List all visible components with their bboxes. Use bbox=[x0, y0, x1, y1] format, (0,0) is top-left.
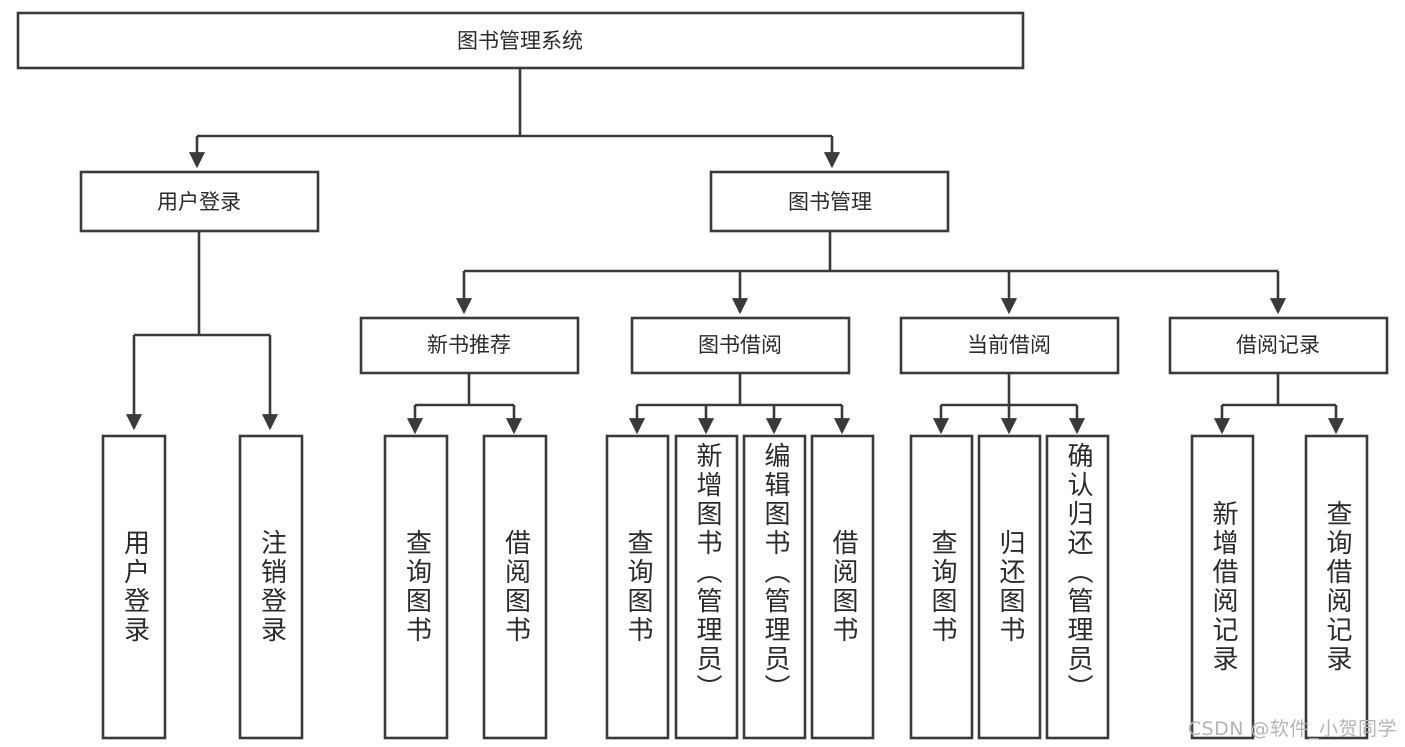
node-user-login-box bbox=[79, 170, 320, 233]
leaf-box-borrow-book-2[interactable] bbox=[810, 434, 875, 740]
node-root-label: 图书管理系统 bbox=[457, 29, 583, 53]
node-current-borrow-box bbox=[899, 316, 1120, 375]
node-current-borrow-label: 当前借阅 bbox=[967, 333, 1051, 357]
node-user-login[interactable]: 用户登录 bbox=[79, 170, 320, 233]
leaf-box-query-book-3[interactable] bbox=[909, 434, 974, 740]
node-new-book-recommend-box bbox=[359, 316, 580, 375]
connector-current-borrow-to-leaves bbox=[932, 373, 1086, 435]
connector-user-login-to-leaves bbox=[125, 231, 279, 431]
node-current-borrow[interactable]: 当前借阅 bbox=[899, 316, 1120, 375]
leaf-box-add-record[interactable] bbox=[1190, 434, 1255, 740]
node-book-borrow-label: 图书借阅 bbox=[698, 333, 782, 357]
leaf-box-logout[interactable] bbox=[238, 434, 304, 740]
leaf-box-query-record[interactable] bbox=[1304, 434, 1369, 740]
node-book-management[interactable]: 图书管理 bbox=[709, 170, 950, 233]
connector-root-to-level2 bbox=[188, 68, 841, 169]
node-user-login-label: 用户登录 bbox=[157, 190, 241, 214]
node-borrow-records-label: 借阅记录 bbox=[1236, 333, 1320, 357]
connector-new-book-to-leaves bbox=[406, 373, 523, 435]
leaf-box-edit-book[interactable] bbox=[742, 434, 807, 740]
node-root[interactable]: 图书管理系统 bbox=[16, 11, 1025, 70]
leaf-box-confirm-return[interactable] bbox=[1045, 434, 1110, 740]
leaf-box-add-book[interactable] bbox=[674, 434, 739, 740]
node-book-management-label: 图书管理 bbox=[788, 190, 872, 214]
node-root-box bbox=[16, 11, 1025, 70]
watermark: CSDN @软件_小贺同学 bbox=[1187, 718, 1397, 740]
node-new-book-recommend[interactable]: 新书推荐 bbox=[359, 316, 580, 375]
node-borrow-records[interactable]: 借阅记录 bbox=[1168, 316, 1389, 375]
leaf-box-query-book-2[interactable] bbox=[605, 434, 670, 740]
connector-book-management-to-level3 bbox=[455, 231, 1287, 315]
connector-borrow-records-to-leaves bbox=[1213, 373, 1345, 435]
node-book-borrow[interactable]: 图书借阅 bbox=[630, 316, 851, 375]
leaf-box-return-book[interactable] bbox=[977, 434, 1042, 740]
connector-book-borrow-to-leaves bbox=[628, 373, 851, 435]
leaf-box-borrow-book-1[interactable] bbox=[482, 434, 548, 740]
leaf-box-query-book-1[interactable] bbox=[383, 434, 449, 740]
leaf-box-user-login[interactable] bbox=[101, 434, 167, 740]
node-new-book-recommend-label: 新书推荐 bbox=[427, 333, 511, 357]
